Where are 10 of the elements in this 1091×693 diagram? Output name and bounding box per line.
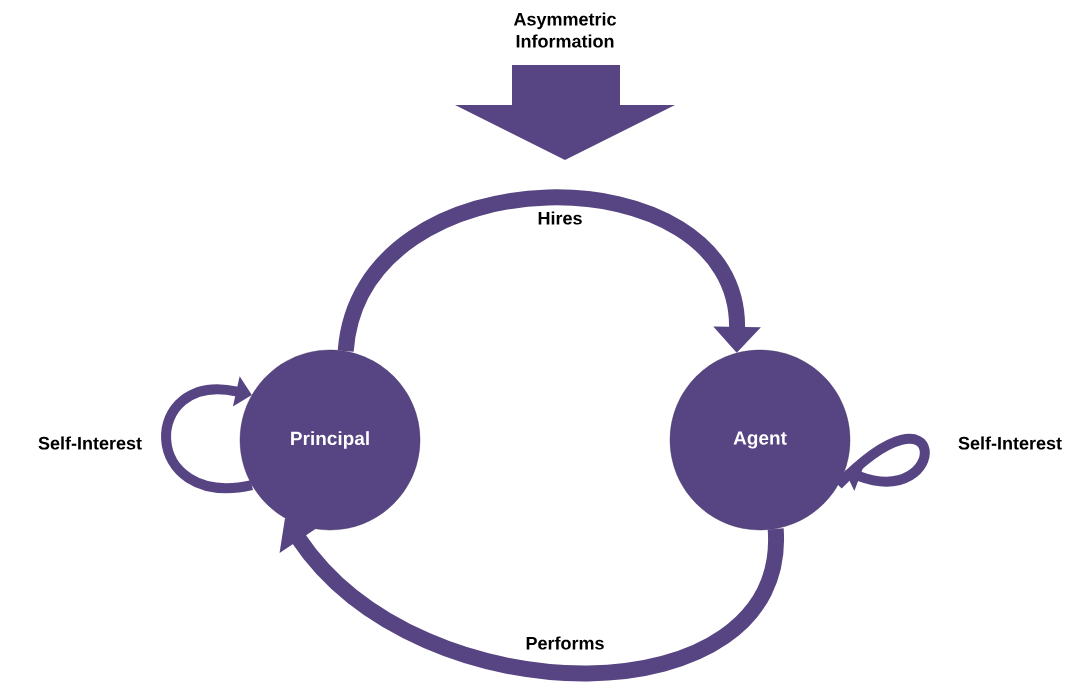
curved-arrow (279, 518, 784, 682)
circle-node: Principal (239, 349, 421, 531)
edge-label: Hires (535, 209, 585, 227)
curved-arrow (337, 189, 761, 353)
edge-label: Performs (523, 634, 607, 652)
circle-node: Agent (669, 349, 851, 531)
edge-label: Self-Interest (36, 434, 144, 452)
label: Asymmetric Information (513, 12, 616, 48)
edge-label: Self-Interest (956, 434, 1065, 452)
curved-arrow (161, 376, 253, 493)
